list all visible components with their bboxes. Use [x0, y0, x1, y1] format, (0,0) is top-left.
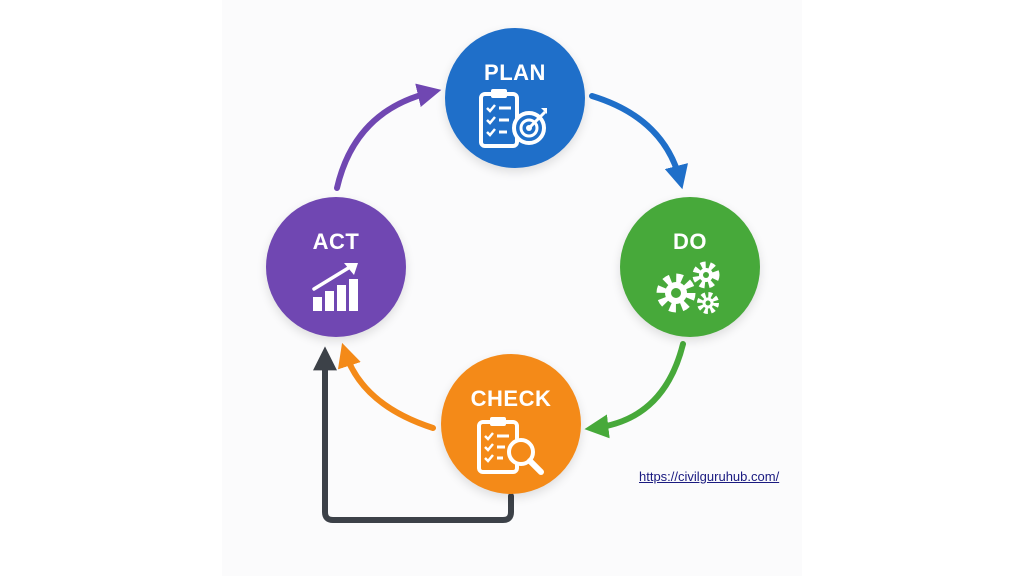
gears-icon: [656, 261, 720, 314]
clipboard-target-icon: [479, 89, 547, 148]
arrow-act-to-plan: [334, 83, 442, 191]
stage-act: ACT: [266, 197, 406, 337]
feedback-arrow-check-to-act: [313, 346, 514, 523]
arrow-plan-to-do: [589, 93, 689, 190]
arrow-do-to-check: [584, 341, 686, 439]
clipboard-magnifier-icon: [477, 417, 544, 475]
stage-check: CHECK: [441, 354, 581, 494]
stage-plan-label: PLAN: [484, 60, 546, 85]
stage-act-label: ACT: [312, 229, 360, 254]
stage-check-label: CHECK: [470, 386, 552, 411]
stage-do: DO: [620, 197, 760, 337]
stage-plan: PLAN: [445, 28, 585, 168]
source-link[interactable]: https://civilguruhub.com/: [639, 469, 780, 484]
arrow-check-to-act: [337, 342, 436, 431]
rising-bar-chart-icon: [312, 263, 358, 311]
stage-do-label: DO: [673, 229, 707, 254]
